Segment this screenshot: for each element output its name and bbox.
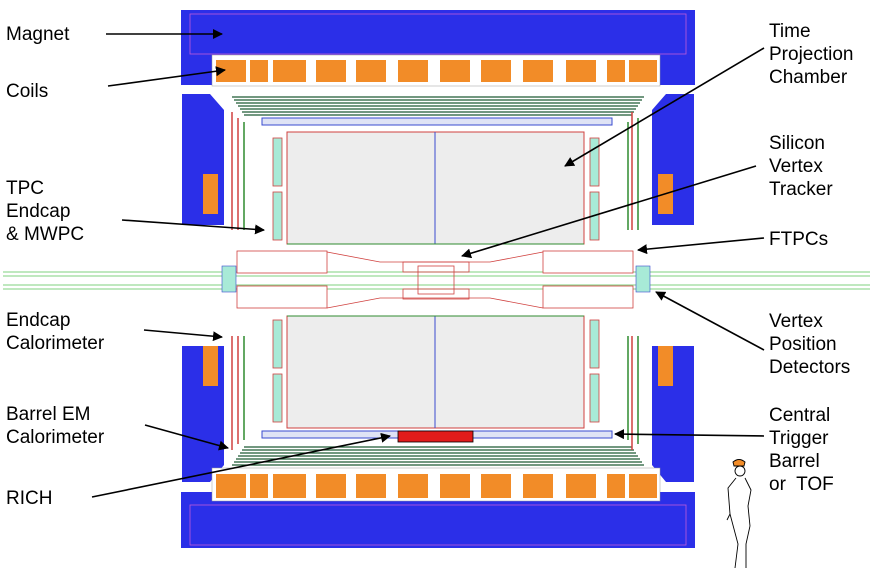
leader-arrows [91,29,765,498]
arrow-svt [461,165,757,259]
arrow-vpd [655,291,765,351]
silicon-vertex-tracker [402,261,470,300]
rich-detector [397,430,474,443]
time-projection-chamber [286,131,585,429]
barrel-em-calorimeter [232,96,644,466]
arrow-coils [107,66,226,87]
arrow-barrel-em [144,424,229,451]
arrow-ftpcs [637,237,765,255]
ftpcs [236,250,634,309]
arrow-tpc [564,47,765,167]
person-figure-icon [726,459,752,569]
endcap-calorimeter [231,112,639,450]
label-magnet: Magnet [6,24,70,45]
arrow-ctb [614,429,765,440]
label-ftpcs: FTPCs [769,229,829,250]
label-coils: Coils [6,81,49,102]
beam-pipe [3,271,870,290]
label-rich: RICH [6,488,53,509]
arrow-rich [91,432,391,498]
magnet [181,10,695,548]
coils [203,54,673,502]
arrow-tpc-endcap [121,219,265,235]
vertex-position-detectors [221,265,651,293]
arrow-endcap-calorimeter [143,329,223,342]
